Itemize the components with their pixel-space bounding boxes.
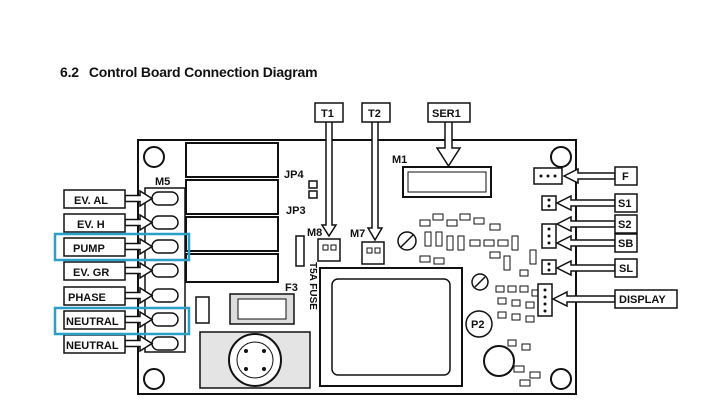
- power-component: [229, 293, 295, 325]
- jumpers: [308, 180, 318, 199]
- p2-label: P2: [471, 319, 484, 331]
- large-capacitor: [199, 331, 311, 389]
- jp4-label: JP4: [284, 169, 304, 181]
- s2-connector-label: S2: [618, 219, 631, 231]
- f3-label: F3: [285, 282, 298, 294]
- terminal-label-pump: PUMP: [73, 243, 105, 255]
- section-heading: 6.2 Control Board Connection Diagram: [60, 64, 318, 80]
- transformer: [319, 267, 463, 387]
- m7-label: M7: [350, 228, 365, 240]
- electrolytic-cap: [483, 345, 515, 377]
- ser1-label: SER1: [432, 108, 461, 120]
- fuse-holder: [295, 235, 305, 267]
- sl-connector-label: SL: [619, 263, 633, 275]
- m7-connector: [361, 241, 385, 265]
- terminal-label-phase: PHASE: [68, 292, 106, 304]
- jp3-label: JP3: [286, 205, 306, 217]
- mounting-hole-top-right: [550, 146, 572, 168]
- m8-label: M8: [307, 227, 322, 239]
- fuse-label: T5A FUSE: [307, 262, 318, 310]
- highlight-neutral: [53, 306, 191, 336]
- component-cluster: [419, 213, 549, 387]
- left-arrows: [124, 189, 154, 353]
- terminal-label-ev-gr: EV. GR: [73, 267, 109, 279]
- mounting-hole-bottom-right: [550, 368, 572, 390]
- display-connector-label: DISPLAY: [619, 294, 666, 306]
- right-label-boxes: [614, 166, 678, 309]
- terminal-label-ev-al: EV. AL: [74, 195, 108, 207]
- sb-connector-label: SB: [618, 238, 633, 250]
- terminal-label-neutral-1: NEUTRAL: [66, 316, 119, 328]
- highlight-pump: [53, 232, 191, 262]
- terminal-label-neutral-2: NEUTRAL: [66, 340, 119, 352]
- t2-label: T2: [368, 108, 381, 120]
- top-label-boxes: [314, 102, 471, 123]
- terminal-label-ev-h: EV. H: [77, 219, 105, 231]
- t1-label: T1: [321, 108, 334, 120]
- mounting-hole-bottom-left: [143, 368, 165, 390]
- section-title: Control Board Connection Diagram: [88, 64, 318, 80]
- left-label-boxes: [63, 189, 126, 354]
- relay-block: [185, 142, 279, 283]
- s1-connector-label: S1: [618, 198, 631, 210]
- m5-label: M5: [155, 176, 170, 188]
- capacitor-small: [195, 296, 210, 324]
- m1-label: M1: [392, 154, 407, 166]
- p2-pot: [465, 310, 493, 338]
- f-connector-label: F: [622, 171, 629, 183]
- mounting-hole-top-left: [143, 146, 165, 168]
- top-arrows: [320, 120, 462, 242]
- section-number: 6.2: [60, 64, 79, 80]
- m8-connector: [317, 238, 341, 262]
